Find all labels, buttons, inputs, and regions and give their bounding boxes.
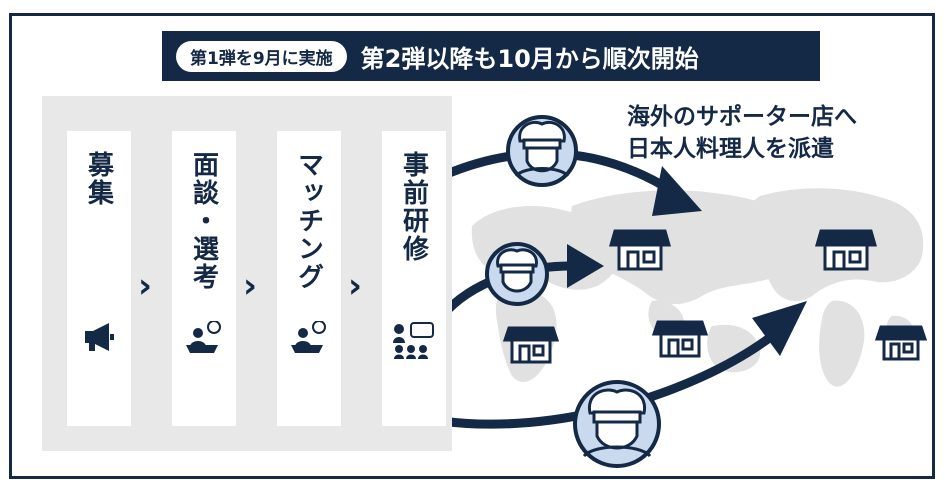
step-recruit: 募集 xyxy=(67,131,131,426)
arrow-middle-head xyxy=(567,244,604,288)
shop-icon xyxy=(609,229,671,271)
arrow-upper-head xyxy=(652,166,702,216)
process-panel: 募集 › 面談・選考 › マッチング xyxy=(42,96,452,451)
chevron-right-icon: › xyxy=(348,266,363,306)
callout-line-1: 海外のサポーター店へ xyxy=(627,104,857,130)
matching-icon xyxy=(291,321,326,353)
interview-icon xyxy=(186,321,221,353)
step-label: 事前研修 xyxy=(398,151,429,263)
arrow-lower-head xyxy=(752,301,807,356)
chevron-right-icon: › xyxy=(243,266,258,306)
header-banner: 第1弾を9月に実施 第2弾以降も10月から順次開始 xyxy=(162,31,820,81)
step-interview: 面談・選考 xyxy=(172,131,236,426)
world-map xyxy=(437,115,928,468)
chevron-right-icon: › xyxy=(138,266,153,306)
infographic-frame: 第1弾を9月に実施 第2弾以降も10月から順次開始 xyxy=(9,13,935,479)
training-icon xyxy=(393,322,434,359)
step-label: マッチング xyxy=(293,151,324,291)
step-training: 事前研修 xyxy=(382,131,446,426)
step-label: 面談・選考 xyxy=(188,151,219,291)
step-matching: マッチング xyxy=(277,131,341,426)
dispatch-callout: 海外のサポーター店へ 日本人料理人を派遣 xyxy=(627,101,927,165)
chef-icon xyxy=(573,380,661,468)
step-label: 募集 xyxy=(83,151,114,207)
shop-icon xyxy=(874,325,928,361)
shop-icon xyxy=(502,326,560,364)
chef-icon xyxy=(506,115,578,187)
callout-line-2: 日本人料理人を派遣 xyxy=(627,136,834,162)
megaphone-icon xyxy=(85,323,114,351)
shop-icon xyxy=(815,229,877,271)
chef-icon xyxy=(485,242,549,306)
banner-title: 第2弾以降も10月から順次開始 xyxy=(360,44,699,73)
shop-icon xyxy=(651,320,709,358)
first-round-pill: 第1弾を9月に実施 xyxy=(176,40,347,72)
